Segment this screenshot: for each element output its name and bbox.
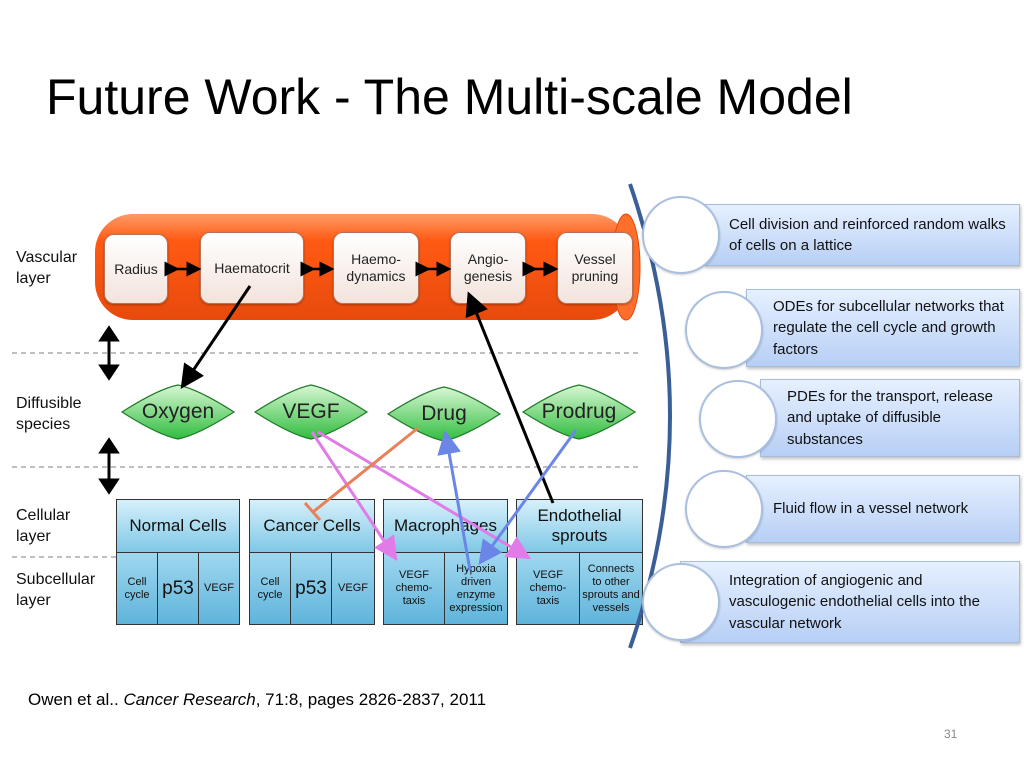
vessel-box-label: Haemo-dynamics [346, 251, 406, 284]
cell-sub-cell-cycle: Cell cycle [116, 552, 158, 625]
cell-head-macrophages: Macrophages [383, 499, 508, 553]
species-label: Prodrug [541, 400, 617, 423]
diamond-shape [120, 384, 236, 440]
species-label: VEGF [282, 400, 340, 423]
layer-label-vascular: Vascular layer [16, 249, 78, 287]
cell-sub-vegf: VEGF [198, 552, 240, 625]
list-item: PDEs for the transport, release and upta… [760, 379, 1020, 457]
layer-label-cellular: Cellular layer [16, 507, 71, 545]
list-item: Cell division and reinforced random walk… [704, 204, 1020, 266]
vessel-box-angiogenesis: Angio-genesis [450, 232, 526, 304]
list-item-text: ODEs for subcellular networks that regul… [773, 297, 1004, 358]
vessel-box-label: Vessel pruning [571, 251, 619, 284]
species-label: Oxygen [141, 400, 215, 423]
cell-sub-vegf: VEGF [331, 552, 375, 625]
species-vegf: VEGF [251, 383, 371, 441]
list-item-text: Fluid flow in a vessel network [773, 500, 969, 518]
list-bullet-circle [642, 563, 720, 641]
layer-label-diffusible: Diffusible species [16, 395, 82, 433]
cell-sub-connects: Connects to other sprouts and vessels [579, 552, 643, 625]
vessel-box-label: Radius [114, 260, 158, 277]
cell-sub-hypoxia: Hypoxia driven enzyme expression [444, 552, 508, 625]
cell-sub-label: Hypoxia driven enzyme expression [449, 562, 503, 614]
species-oxygen: Oxygen [118, 383, 238, 441]
list-item-text: Integration of angiogenic and vasculogen… [729, 571, 980, 632]
species-label: Drug [421, 402, 467, 425]
citation-details: , 71:8, pages 2826-2837, 2011 [255, 690, 487, 709]
slide-title: Future Work - The Multi-scale Model [46, 69, 853, 125]
cell-head-cancer: Cancer Cells [249, 499, 375, 553]
page-number: 31 [944, 727, 958, 741]
list-item: Fluid flow in a vessel network [746, 475, 1020, 543]
cell-sub-label: Cell cycle [124, 575, 150, 601]
vessel-box-label: Haematocrit [214, 259, 290, 276]
cell-sub-cell-cycle: Cell cycle [249, 552, 291, 625]
citation: Owen et al.. Cancer Research, 71:8, page… [28, 690, 486, 710]
citation-authors: Owen et al.. [28, 690, 119, 709]
cell-sub-label: VEGF chemo-taxis [529, 569, 567, 607]
cell-sub-vegf-chemotaxis: VEGF chemo-taxis [516, 552, 580, 625]
cell-sub-label: Cell cycle [257, 575, 283, 601]
list-item-text: Cell division and reinforced random walk… [729, 215, 1006, 255]
layer-label-subcellular: Subcellular layer [16, 571, 96, 609]
vessel-box-vessel-pruning: Vessel pruning [557, 232, 633, 304]
cell-sub-label: Connects to other sprouts and vessels [582, 562, 640, 614]
list-item: ODEs for subcellular networks that regul… [746, 289, 1020, 367]
vessel-box-haemodynamics: Haemo-dynamics [333, 232, 419, 304]
vessel-box-label: Angio-genesis [463, 251, 513, 284]
vessel-box-radius: Radius [104, 234, 168, 304]
cell-sub-vegf-chemotaxis: VEGF chemo-taxis [383, 552, 445, 625]
list-item: Integration of angiogenic and vasculogen… [680, 561, 1020, 643]
list-bullet-circle [685, 291, 763, 369]
vessel-box-haematocrit: Haematocrit [200, 232, 304, 304]
list-item-text: PDEs for the transport, release and upta… [787, 387, 993, 448]
cell-sub-p53: p53 [157, 552, 199, 625]
list-bullet-circle [685, 470, 763, 548]
cell-sub-p53: p53 [290, 552, 332, 625]
list-bullet-circle [699, 380, 777, 458]
species-drug: Drug [384, 385, 504, 443]
cell-head-normal: Normal Cells [116, 499, 240, 553]
cell-sub-label: VEGF chemo-taxis [395, 569, 433, 607]
citation-journal: Cancer Research [123, 690, 256, 709]
double-arrow-icon [98, 325, 120, 381]
double-arrow-icon [98, 437, 120, 495]
list-bullet-circle [642, 196, 720, 274]
